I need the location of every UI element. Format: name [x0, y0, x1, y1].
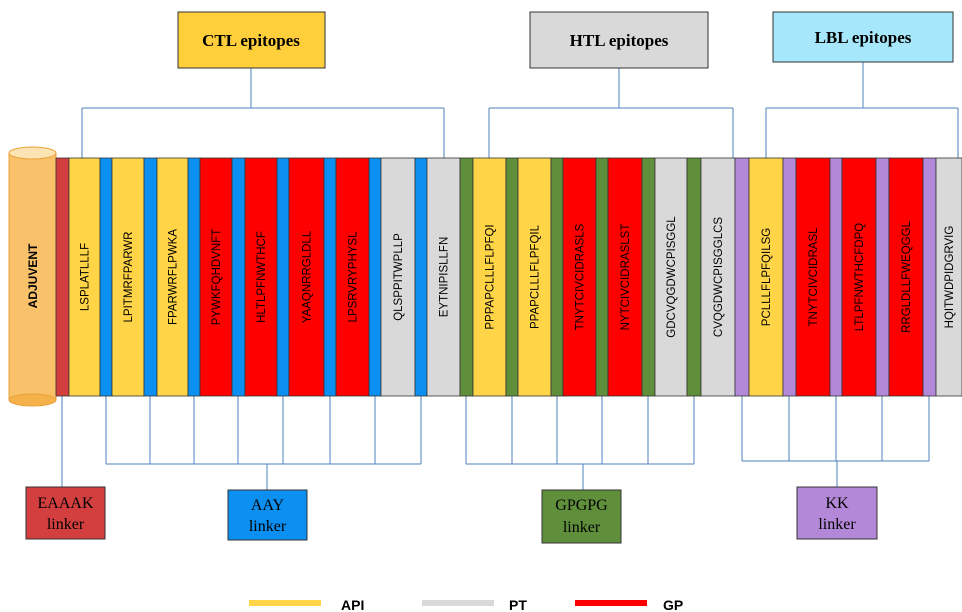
epitope-label: GDCVQGDWCPISGGL	[666, 216, 678, 338]
adjuvant-cylinder: ADJUVENT	[8, 146, 57, 407]
aay-linker-segment	[368, 157, 382, 397]
aay-linker-segment	[231, 157, 246, 397]
ctl-epitopes-header: CTL epitopes	[177, 11, 326, 69]
epitope-segment	[562, 157, 597, 397]
epitope-label: LTLPFNWTHCFDPQ	[854, 223, 866, 331]
epitope-segment	[380, 157, 416, 397]
legend-api-label: API	[341, 597, 364, 612]
legend-pt-swatch	[422, 600, 494, 606]
epitope-segment	[288, 157, 325, 397]
epitope-segment	[111, 157, 145, 397]
epitope-label: LPSRVRYPHYSL	[348, 231, 360, 323]
epitope-segment	[156, 157, 189, 397]
legend: API PT GP	[249, 597, 683, 612]
lbl-epitopes-header: LBL epitopes	[772, 11, 954, 63]
epitope-label: PYWKFQHDVNFT	[211, 229, 223, 325]
epitope-label: PCLLLFLPFQILSG	[761, 228, 773, 326]
kk-linker-word: linker	[818, 516, 856, 533]
gpgpg-linker-segment	[595, 157, 609, 397]
epitope-segment	[748, 157, 784, 397]
epitope-label: QLSPPITWPLLP	[393, 233, 405, 321]
gpgpg-linker-word: linker	[563, 519, 601, 536]
adjuvant-label: ADJUVENT	[26, 243, 40, 308]
gpgpg-linker-segment	[686, 157, 702, 397]
epitope-label: PPPAPCLLLFLPFQI	[485, 224, 497, 329]
epitope-label: TNYTCIVCIDRASLS	[575, 223, 587, 330]
gpgpg-linker-name: GPGPG	[555, 497, 608, 514]
epitope-label: TNYTCIVCIDRASL	[808, 227, 820, 327]
epitope-segment	[335, 157, 370, 397]
eaaak-linker-word: linker	[47, 516, 85, 533]
epitope-segment	[935, 157, 962, 397]
kk-linker-box: KK linker	[796, 486, 878, 540]
kk-linker-segment	[782, 157, 797, 397]
legend-api-swatch	[249, 600, 321, 606]
aay-linker-segment	[99, 157, 113, 397]
gpgpg-linker-box: GPGPG linker	[541, 489, 622, 544]
epitope-segment	[199, 157, 233, 397]
aay-linker-word: linker	[249, 518, 287, 535]
epitope-label: NYTCIVCIDRASLST	[620, 224, 632, 331]
epitope-segment	[795, 157, 831, 397]
epitope-segment	[607, 157, 643, 397]
epitope-label: EYTNIPISLLFN	[439, 237, 451, 318]
eaaak-linker-segment	[55, 157, 70, 397]
epitope-label: YAAQNRRGLDLL	[302, 230, 314, 323]
gpgpg-linker-segment	[641, 157, 656, 397]
htl-header-label: HTL epitopes	[570, 31, 669, 50]
epitope-label: LPITMRFPARWR	[123, 232, 135, 323]
lbl-header-label: LBL epitopes	[815, 28, 912, 47]
epitope-label: HQITWDPIDGRVIG	[944, 226, 956, 329]
epitope-label: LSPLATLLLF	[80, 243, 92, 311]
gpgpg-linker-segment	[459, 157, 474, 397]
connector-lines	[61, 62, 959, 490]
kk-linker-segment	[829, 157, 843, 397]
kk-linker-segment	[922, 157, 937, 397]
epitope-segment	[472, 157, 507, 397]
epitope-label: RRGLDLLFWEQGGL	[901, 220, 913, 332]
aay-linker-segment	[187, 157, 201, 397]
gpgpg-linker-segment	[550, 157, 564, 397]
epitope-segment	[244, 157, 278, 397]
eaaak-linker-box: EAAAK linker	[25, 486, 106, 540]
aay-linker-segment	[143, 157, 158, 397]
ctl-header-label: CTL epitopes	[202, 31, 300, 50]
htl-epitopes-header: HTL epitopes	[529, 11, 709, 69]
kk-linker-segment	[734, 157, 750, 397]
epitope-segment	[888, 157, 924, 397]
aay-linker-box: AAY linker	[227, 489, 308, 541]
aay-linker-segment	[276, 157, 290, 397]
gpgpg-linker-segment	[505, 157, 519, 397]
aay-linker-segment	[414, 157, 428, 397]
epitope-label: HLTLPFNWTHCF	[256, 231, 268, 323]
epitope-segment	[68, 157, 101, 397]
legend-gp-label: GP	[663, 597, 683, 612]
kk-linker-segment	[875, 157, 890, 397]
epitope-segment	[517, 157, 552, 397]
legend-pt-label: PT	[509, 597, 527, 612]
epitope-label: FPARWRFLPWKA	[168, 229, 180, 325]
aay-linker-name: AAY	[251, 497, 285, 514]
epitope-label: CVQGDWCPISGGLCS	[713, 217, 725, 337]
legend-gp-swatch	[575, 600, 647, 606]
epitope-label: PPAPCLLLFLPFQIL	[530, 224, 542, 329]
aay-linker-segment	[323, 157, 337, 397]
kk-linker-name: KK	[825, 495, 849, 512]
epitope-segment	[654, 157, 688, 397]
construct-segments: LSPLATLLLF LPITMRFPARWR FPARWRFLPWKA PYWKFQ…	[55, 157, 962, 397]
eaaak-linker-name: EAAAK	[38, 495, 94, 512]
